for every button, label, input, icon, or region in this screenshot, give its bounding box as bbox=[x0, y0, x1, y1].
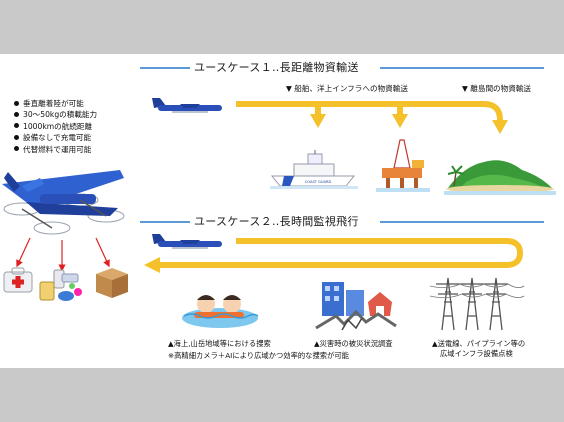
route-usecase1 bbox=[236, 101, 508, 134]
diagram-canvas: 垂直離着陸が可能 30～50kgの積載能力 1000kmの航続距離 設備なしで充… bbox=[0, 54, 564, 368]
feature-item: 30～50kgの積載能力 bbox=[14, 109, 97, 120]
rescue-swimmers-icon bbox=[182, 295, 259, 328]
feature-text: 設備なしで充電可能 bbox=[23, 133, 92, 143]
heading-line bbox=[140, 221, 190, 223]
feature-list: 垂直離着陸が可能 30～50kgの積載能力 1000kmの航続距離 設備なしで充… bbox=[14, 98, 97, 155]
feature-text: 30～50kgの積載能力 bbox=[23, 110, 98, 120]
cardboard-box-icon bbox=[96, 268, 128, 298]
payload-arrows bbox=[16, 237, 110, 272]
feature-item: 1000kmの航続距離 bbox=[14, 121, 97, 132]
aircraft-icon bbox=[152, 98, 222, 113]
heading-line bbox=[380, 67, 544, 69]
coast-guard-ship-icon: COAST GUARD bbox=[270, 150, 358, 189]
heading-line bbox=[380, 221, 544, 223]
footnote: ※高精細カメラ＋AIにより広域かつ効率的な捜索が可能 bbox=[168, 351, 349, 360]
feature-item: 設備なしで充電可能 bbox=[14, 132, 97, 143]
caption-infrastructure-2: 広域インフラ設備点検 bbox=[440, 349, 513, 358]
feature-text: 1000kmの航続距離 bbox=[23, 121, 93, 131]
heading-line bbox=[140, 67, 190, 69]
usecase1-title: ユースケース１‥長距離物資輸送 bbox=[194, 61, 359, 74]
usecase2-title: ユースケース２‥長時間監視飛行 bbox=[194, 215, 359, 228]
feature-text: 垂直離着陸が可能 bbox=[23, 99, 84, 108]
island-icon bbox=[444, 160, 556, 195]
caption-infrastructure: ▲送電線、パイプライン等の bbox=[432, 339, 526, 348]
earthquake-icon bbox=[315, 282, 397, 331]
oil-rig-icon bbox=[376, 139, 430, 192]
aircraft-icon bbox=[152, 234, 222, 249]
caption-search: ▲海上,山岳地域等における捜索 bbox=[168, 339, 271, 348]
power-tower-icon bbox=[429, 277, 525, 331]
feature-text: 代替燃料で運用可能 bbox=[23, 144, 92, 154]
destination-label: ▼ 船舶、洋上インフラへの物資輸送 bbox=[286, 84, 408, 93]
medicine-icon bbox=[39, 269, 82, 301]
caption-disaster: ▲災害時の被災状況調査 bbox=[314, 339, 393, 348]
destination-label: ▼ 離島間の物資輸送 bbox=[462, 84, 532, 93]
first-aid-kit-icon bbox=[3, 267, 33, 293]
feature-item: 代替燃料で運用可能 bbox=[14, 144, 97, 155]
drone-icon bbox=[2, 170, 125, 235]
ship-label: COAST GUARD bbox=[305, 180, 332, 184]
route-usecase2 bbox=[144, 238, 524, 273]
feature-item: 垂直離着陸が可能 bbox=[14, 98, 97, 109]
